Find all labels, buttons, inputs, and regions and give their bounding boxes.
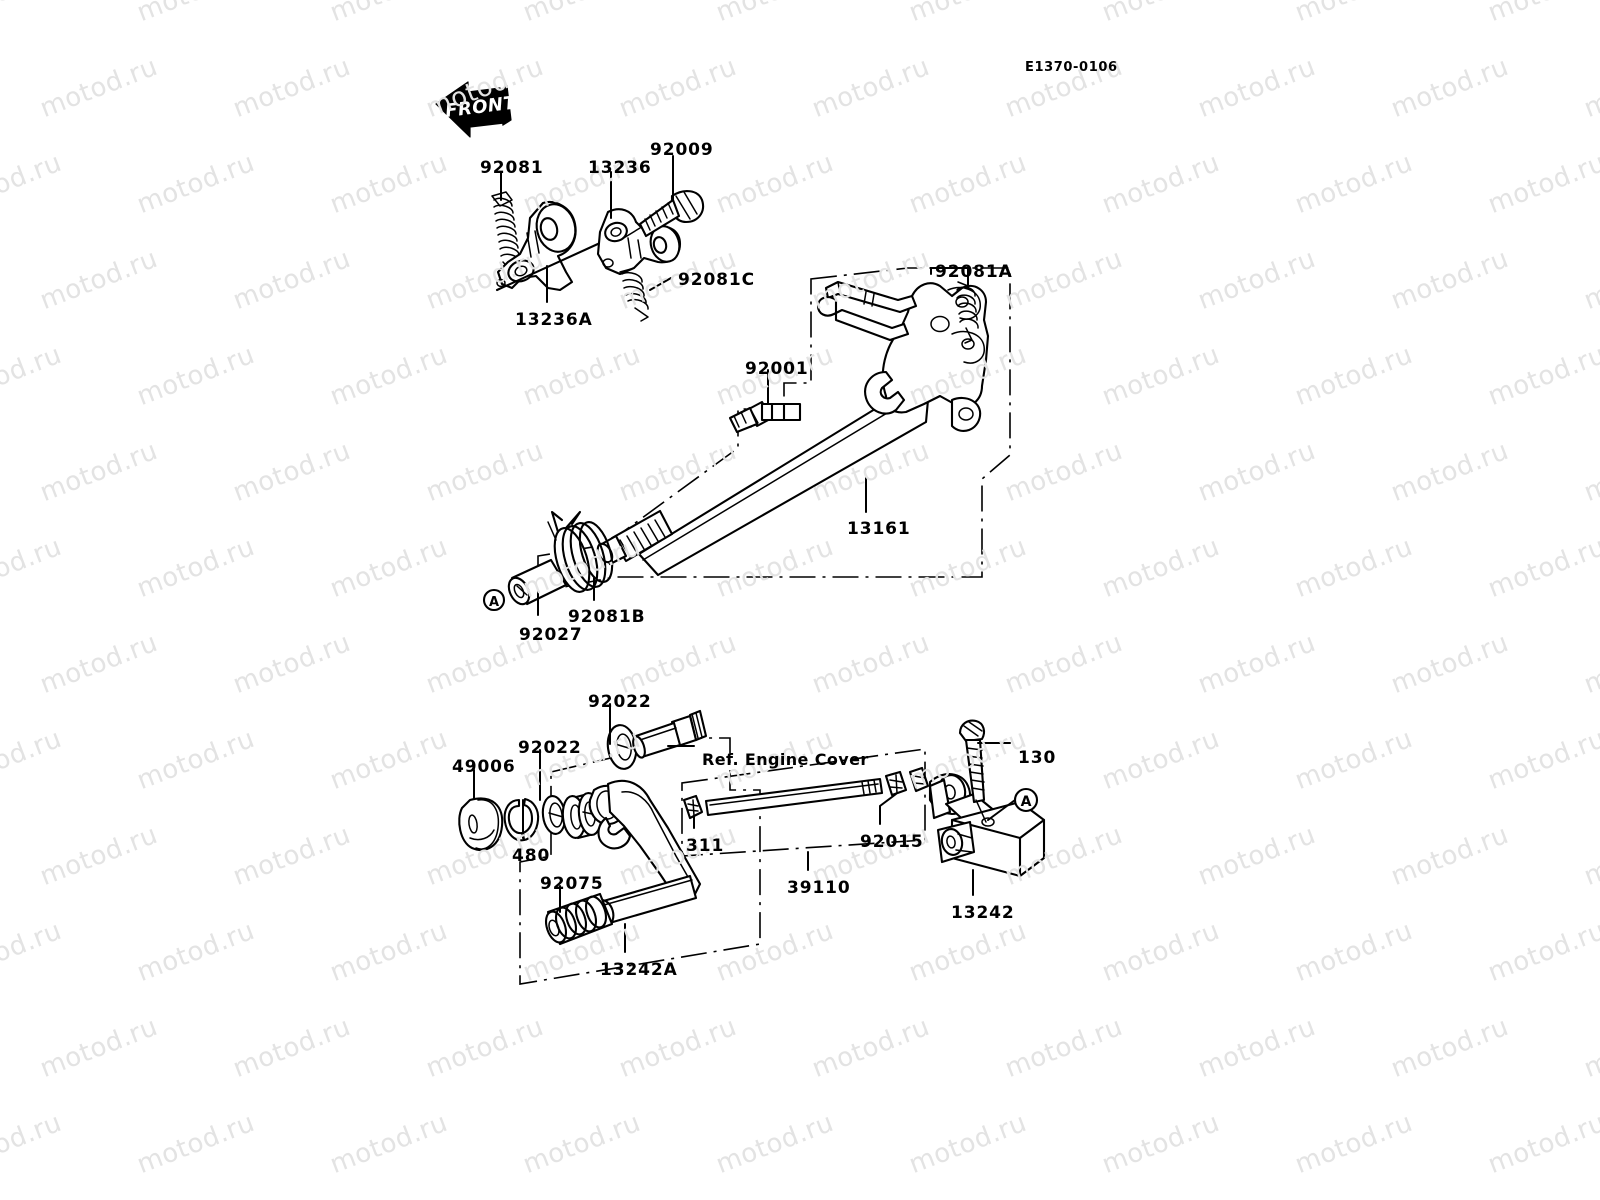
- part-92081A-spring: [956, 281, 979, 344]
- svg-text:A: A: [1021, 794, 1032, 810]
- part-92022-washer-inner: [541, 795, 567, 835]
- part-480-circlip: [503, 797, 540, 842]
- part-92081C-spring: [619, 268, 649, 322]
- part-label-l480: 480: [512, 846, 551, 866]
- part-92022-washer-upper: [606, 724, 638, 770]
- part-13236A-lever: [495, 201, 602, 292]
- assembly-boundary-13161: [537, 267, 1011, 593]
- part-label-l92022a: 92022: [588, 692, 652, 712]
- leader-lines: [473, 155, 1011, 953]
- part-92075-pedal-rubber: [544, 892, 614, 946]
- part-130-bolt: [958, 719, 987, 823]
- part-13242A-pedal: [588, 779, 702, 927]
- assembly-boundary-13242A: [519, 737, 761, 985]
- part-311-nut: [682, 794, 704, 820]
- part-label-l92081B: 92081B: [568, 607, 646, 627]
- part-92001-bolt: [728, 400, 802, 434]
- part-label-l13161: 13161: [847, 519, 911, 539]
- part-label-l92009: 92009: [650, 140, 714, 160]
- part-13161-shift-arm: [816, 280, 990, 432]
- part-label-lref: Ref. Engine Cover: [702, 750, 869, 769]
- part-label-l13242A: 13242A: [600, 960, 678, 980]
- part-label-l13242: 13242: [951, 903, 1015, 923]
- part-label-l13236A: 13236A: [515, 310, 593, 330]
- part-49006-boot: [458, 797, 504, 851]
- part-label-code: E1370-0106: [1025, 60, 1118, 75]
- part-label-l92081A: 92081A: [935, 262, 1013, 282]
- part-92022-washer-outer: [561, 792, 603, 840]
- part-39110-tie-rod: [704, 777, 884, 817]
- part-13161-shift-shaft: [596, 388, 930, 577]
- part-92027-collar: [507, 558, 568, 606]
- part-label-l92081: 92081: [480, 158, 544, 178]
- part-label-l311: 311: [686, 836, 725, 856]
- part-92015-nut: [884, 770, 908, 797]
- part-label-l92081C: 92081C: [678, 270, 756, 290]
- part-label-l13236: 13236: [588, 158, 652, 178]
- front-arrow-icon: FRONT: [435, 81, 519, 138]
- part-label-l39110: 39110: [787, 878, 851, 898]
- ref-engine-cover-bolt: [632, 709, 708, 759]
- part-13242-clamp: [928, 773, 1046, 878]
- part-92009-screw: [621, 190, 705, 240]
- part-92015-nut-second: [908, 766, 930, 793]
- part-label-l92022b: 92022: [518, 738, 582, 758]
- part-label-l92027: 92027: [519, 625, 583, 645]
- callout-marker-a-upper: A: [482, 588, 506, 612]
- part-label-l92075: 92075: [540, 874, 604, 894]
- part-13236-pawl-lever: [596, 208, 682, 276]
- callout-marker-a-lower: A: [987, 787, 1039, 821]
- part-label-l92015: 92015: [860, 832, 924, 852]
- part-92081B-return-spring: [547, 510, 614, 593]
- svg-text:A: A: [489, 595, 499, 610]
- part-label-l49006: 49006: [452, 757, 516, 777]
- part-label-l130: 130: [1018, 748, 1057, 768]
- assembly-boundary-39110: [681, 748, 926, 857]
- part-label-l92001: 92001: [745, 359, 809, 379]
